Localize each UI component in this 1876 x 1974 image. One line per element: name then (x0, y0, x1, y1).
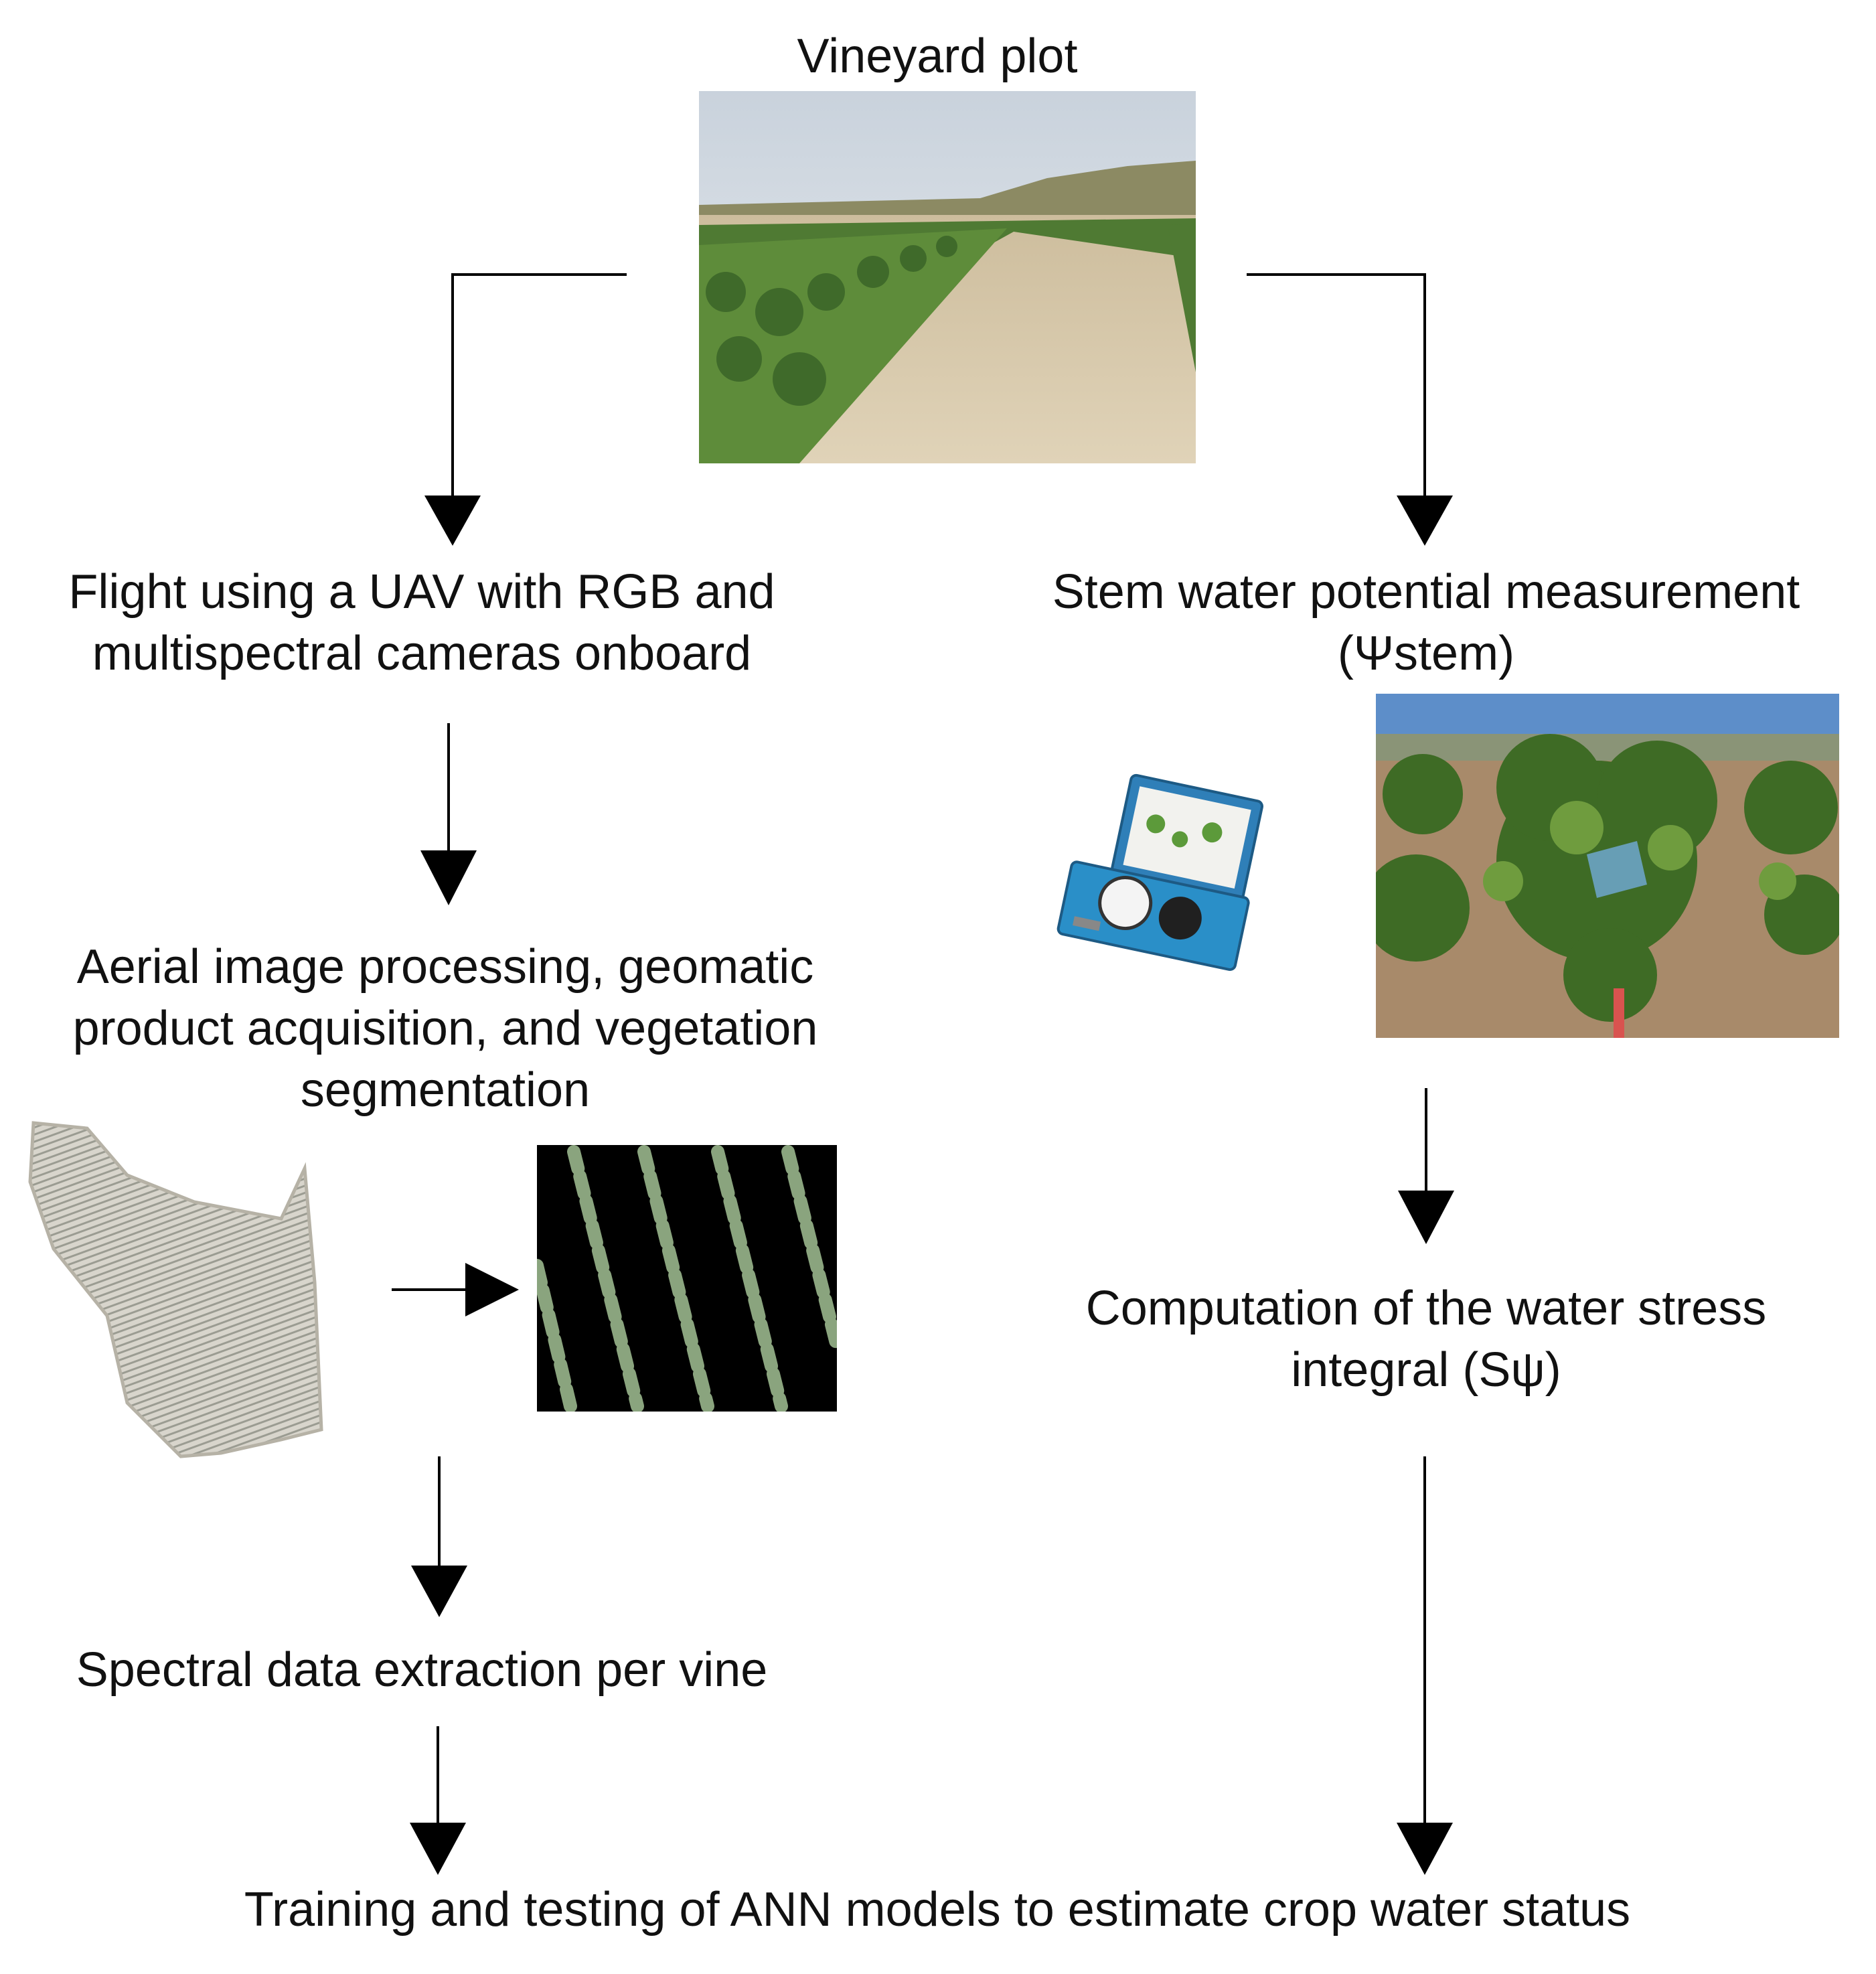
connector-top-left (451, 273, 627, 508)
spectral-extraction-label: Spectral data extraction per vine (76, 1643, 768, 1697)
arrowhead-processing (420, 850, 477, 905)
flight-uav-label: Flight using a UAV with RGB and multispe… (68, 565, 775, 680)
pressure-chamber-photo (1044, 763, 1285, 991)
orthomosaic-image (27, 1115, 355, 1466)
arrowhead-integral (1398, 1191, 1454, 1244)
vineyard-plot-photo (699, 91, 1196, 463)
vineyard-plot-title: Vineyard plot (797, 29, 1078, 83)
connector-top-right (1247, 273, 1426, 508)
arrowhead-final-right (1397, 1823, 1453, 1875)
arrowhead-flight (424, 496, 481, 546)
stem-water-potential-label: Stem water potential measurement (Ψstem) (1052, 565, 1800, 680)
arrowhead-spectral (411, 1566, 467, 1617)
segmented-vegetation-image (537, 1145, 837, 1412)
ann-training-label: Training and testing of ANN models to es… (244, 1883, 1631, 1937)
arrowhead-stem (1397, 496, 1453, 546)
aerial-processing-label: Aerial image processing, geomatic produc… (72, 940, 818, 1117)
vine-canopy-photo (1376, 694, 1839, 1038)
arrowhead-final-left (410, 1823, 466, 1875)
water-stress-integral-label: Computation of the water stress integral… (1085, 1282, 1767, 1397)
arrowhead-segmentation (465, 1263, 519, 1316)
